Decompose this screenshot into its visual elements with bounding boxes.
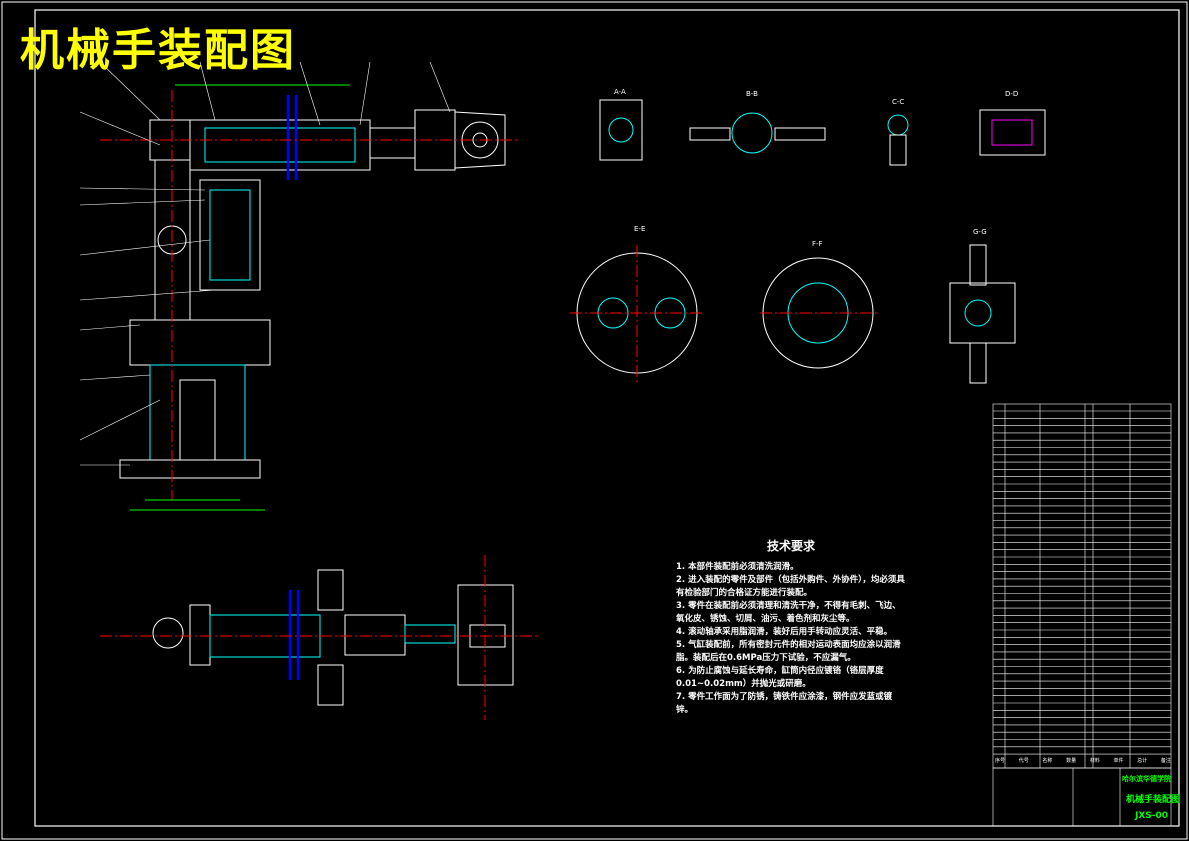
section-label: D-D — [1005, 90, 1019, 98]
section-label: F-F — [812, 240, 823, 248]
section-label: C-C — [892, 98, 905, 106]
header-cell: 单件 — [1113, 758, 1124, 764]
header-cell: 数量 — [1066, 758, 1077, 764]
tech-item: 4. 滚动轴承采用脂润滑，装好后用手转动应灵活、平稳。 — [676, 627, 893, 637]
section-views — [570, 99, 1046, 385]
header-cell: 序号 — [995, 758, 1006, 764]
drawing-title: 机械手装配图 — [20, 25, 296, 76]
tech-item: 6. 为防止腐蚀与延长寿命，缸筒内径应镀铬（铬层厚度0.01~0.02mm）并抛… — [676, 666, 884, 689]
tech-item: 2. 进入装配的零件及部件（包括外购件、外协件），均必须具有检验部门的合格证方能… — [676, 575, 905, 598]
header-cell: 总计 — [1137, 758, 1148, 764]
header-cell: 材料 — [1089, 758, 1100, 764]
main-view — [79, 61, 520, 511]
section-label: A-A — [614, 88, 626, 96]
tech-item: 1. 本部件装配前必须清洗润滑。 — [676, 562, 799, 572]
technical-requirements: 技术要求 1. 本部件装配前必须清洗润滑。 2. 进入装配的零件及部件（包括外购… — [676, 540, 906, 717]
section-label: B-B — [746, 90, 758, 98]
header-cell: 代号 — [1018, 758, 1029, 764]
header-cell: 备注 — [1160, 758, 1171, 764]
tech-heading: 技术要求 — [766, 539, 815, 553]
section-label: G-G — [973, 228, 987, 236]
tech-item: 3. 零件在装配前必须清理和清洗干净，不得有毛刺、飞边、氧化皮、锈蚀、切屑、油污… — [676, 601, 901, 624]
tech-item: 5. 气缸装配前，所有密封元件的相对运动表面均应涂以润滑脂。装配后在0.6MPa… — [676, 640, 901, 663]
parts-list — [992, 403, 1172, 827]
top-view — [100, 555, 540, 720]
parts-header: 序号 代号 名称 数量 材料 单件 总计 备注 — [995, 757, 1171, 764]
inner-border — [34, 9, 1180, 827]
drawing-name: 机械手装配图 — [1126, 795, 1181, 805]
header-cell: 名称 — [1042, 758, 1053, 764]
tech-item: 7. 零件工作面为了防锈，铸铁件应涂漆，钢件应发蓝或镀锌。 — [676, 692, 893, 715]
section-label: E-E — [634, 225, 646, 233]
school-name: 哈尔滨华德学院 — [1122, 775, 1171, 783]
drawing-number: JXS-00 — [1135, 811, 1169, 821]
